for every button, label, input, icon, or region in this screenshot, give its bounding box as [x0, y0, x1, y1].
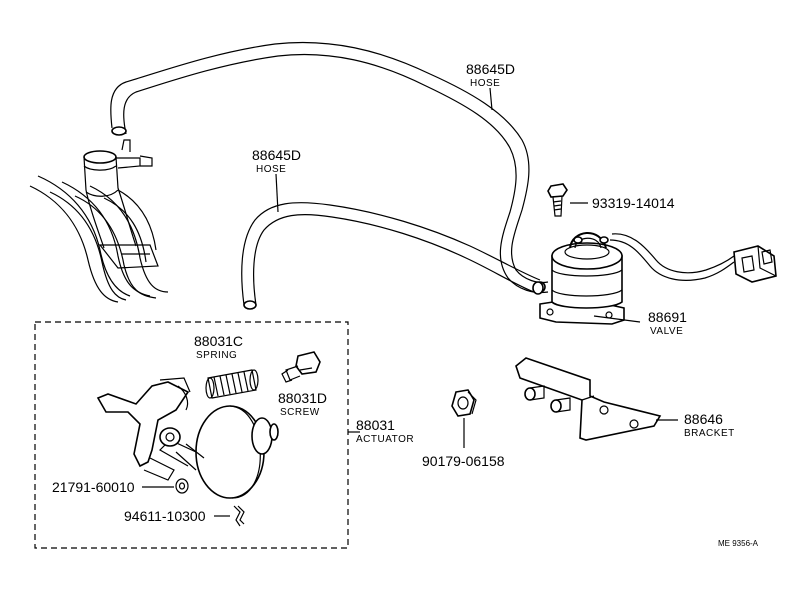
- washer-drawing: [142, 478, 189, 494]
- hose-top-name: HOSE: [470, 78, 500, 89]
- connector-drawing: [733, 245, 777, 283]
- actuator-group-box: [34, 321, 349, 549]
- nut-drawing: [451, 389, 477, 448]
- actuator-part-number: 88031: [356, 417, 395, 433]
- clip-part-number: 94611-10300: [124, 508, 206, 524]
- middle-hose: [241, 202, 544, 310]
- diagram-reference-code: ME 9356-A: [718, 539, 759, 548]
- nut-part-number: 90179-06158: [422, 453, 505, 469]
- screw-drawing: [281, 351, 321, 383]
- clip-drawing: [214, 505, 245, 527]
- bracket-drawing: [515, 357, 678, 441]
- bracket-name: BRACKET: [684, 428, 735, 439]
- hose-mid-name: HOSE: [256, 164, 286, 175]
- screw-name: SCREW: [280, 407, 320, 418]
- bolt-part-number: 93319-14014: [592, 195, 675, 211]
- actuator-drawing: [96, 377, 279, 499]
- spring-drawing: [205, 369, 259, 399]
- bolt-drawing: [547, 183, 588, 217]
- hose-top-part-number: 88645D: [466, 61, 515, 77]
- vacuum-valve-drawing: [539, 232, 735, 325]
- hose-mid-part-number: 88645D: [252, 147, 301, 163]
- spring-name: SPRING: [196, 350, 237, 361]
- valve-part-number: 88691: [648, 309, 687, 325]
- screw-part-number: 88031D: [278, 390, 327, 406]
- spring-part-number: 88031C: [194, 333, 243, 349]
- bracket-part-number: 88646: [684, 411, 723, 427]
- washer-part-number: 21791-60010: [52, 479, 135, 495]
- actuator-name: ACTUATOR: [356, 434, 414, 445]
- valve-name: VALVE: [650, 326, 683, 337]
- intake-manifold-drawing: [29, 139, 169, 303]
